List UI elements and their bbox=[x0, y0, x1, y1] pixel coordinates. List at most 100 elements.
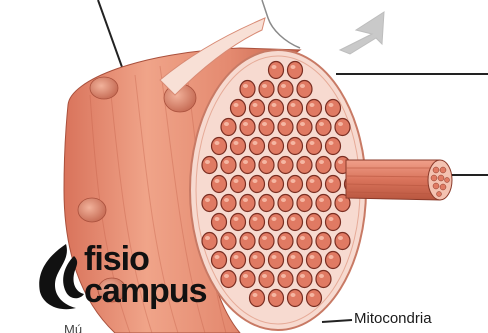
myofibril-highlight bbox=[281, 160, 286, 164]
myofibril bbox=[212, 138, 227, 155]
myofibril bbox=[288, 62, 303, 79]
myofibril bbox=[335, 233, 350, 250]
myofibril bbox=[278, 81, 293, 98]
myofibril bbox=[278, 157, 293, 174]
myofibril-highlight bbox=[329, 141, 334, 145]
myofibril bbox=[316, 157, 331, 174]
myofibril-highlight bbox=[224, 274, 229, 278]
myofibril bbox=[307, 176, 322, 193]
myofibril bbox=[250, 290, 265, 307]
myofibril-highlight bbox=[272, 179, 277, 183]
myofibril bbox=[326, 138, 341, 155]
myofibril bbox=[250, 138, 265, 155]
myofibril-highlight bbox=[272, 65, 277, 69]
myofibril-highlight bbox=[262, 236, 267, 240]
myofibril bbox=[221, 195, 236, 212]
myofibril bbox=[316, 119, 331, 136]
myofibril bbox=[297, 195, 312, 212]
myofibril-highlight bbox=[319, 160, 324, 164]
myofibril-highlight bbox=[224, 236, 229, 240]
myofibril bbox=[259, 195, 274, 212]
myofibril bbox=[240, 81, 255, 98]
myofibril-highlight bbox=[291, 65, 296, 69]
myofibril-highlight bbox=[215, 217, 220, 221]
myofibril bbox=[259, 81, 274, 98]
myofibril bbox=[307, 214, 322, 231]
myofibril bbox=[202, 195, 217, 212]
myofibril bbox=[221, 119, 236, 136]
myofibril-highlight bbox=[234, 179, 239, 183]
myofibril bbox=[269, 214, 284, 231]
label-partial-bottom: Mú bbox=[64, 322, 82, 333]
myofibril-highlight bbox=[253, 141, 258, 145]
myofibril bbox=[288, 252, 303, 269]
myofibril-highlight bbox=[291, 255, 296, 259]
myofibril bbox=[307, 100, 322, 117]
myofibril bbox=[231, 176, 246, 193]
myofibril bbox=[326, 214, 341, 231]
myofibril-highlight bbox=[319, 122, 324, 126]
myofibril bbox=[250, 100, 265, 117]
myofibril-highlight bbox=[310, 293, 315, 297]
myofibril-highlight bbox=[310, 179, 315, 183]
myofibril bbox=[212, 252, 227, 269]
myofibril bbox=[269, 252, 284, 269]
myofibril-highlight bbox=[205, 236, 210, 240]
myofibril bbox=[269, 290, 284, 307]
myofibril bbox=[297, 271, 312, 288]
myofibril-highlight bbox=[338, 198, 343, 202]
myofibril-highlight bbox=[215, 141, 220, 145]
myofibril-highlight bbox=[310, 217, 315, 221]
myofibril bbox=[250, 176, 265, 193]
myofibril bbox=[231, 100, 246, 117]
myofibril bbox=[335, 119, 350, 136]
myofibril bbox=[231, 214, 246, 231]
myofibril bbox=[288, 214, 303, 231]
myofibril-highlight bbox=[281, 122, 286, 126]
myofibril-highlight bbox=[262, 198, 267, 202]
myofibril bbox=[326, 252, 341, 269]
myofibril bbox=[240, 271, 255, 288]
myofibril bbox=[259, 119, 274, 136]
myofibril bbox=[231, 138, 246, 155]
myofibril bbox=[288, 100, 303, 117]
myofibril-highlight bbox=[310, 103, 315, 107]
myofibril bbox=[297, 119, 312, 136]
arrow-icon bbox=[340, 12, 384, 54]
myofibril bbox=[269, 176, 284, 193]
myofibril bbox=[269, 62, 284, 79]
myofibril bbox=[240, 233, 255, 250]
myofibril-highlight bbox=[243, 122, 248, 126]
myofibril-highlight bbox=[272, 103, 277, 107]
myofibril-highlight bbox=[234, 255, 239, 259]
myofibril bbox=[240, 195, 255, 212]
myofibril-highlight bbox=[224, 122, 229, 126]
myofibril-highlight bbox=[329, 255, 334, 259]
myofibril-rod bbox=[346, 160, 452, 200]
membrane-flap-edge bbox=[262, 0, 300, 48]
myofibril bbox=[202, 157, 217, 174]
myofibril-highlight bbox=[338, 236, 343, 240]
myofibril bbox=[269, 100, 284, 117]
myofibril bbox=[269, 138, 284, 155]
myofibril bbox=[278, 195, 293, 212]
nucleus-nodule bbox=[90, 77, 118, 99]
myofibril-highlight bbox=[300, 84, 305, 88]
myofibril bbox=[288, 290, 303, 307]
myofibril-highlight bbox=[262, 84, 267, 88]
myofibril bbox=[288, 176, 303, 193]
myofibril-highlight bbox=[272, 293, 277, 297]
myofibril bbox=[316, 271, 331, 288]
myofibril bbox=[316, 195, 331, 212]
myofibril bbox=[259, 271, 274, 288]
myofibril-highlight bbox=[243, 236, 248, 240]
myofibril bbox=[231, 252, 246, 269]
myofibril bbox=[259, 157, 274, 174]
myofibril bbox=[221, 233, 236, 250]
myofibril-highlight bbox=[215, 255, 220, 259]
myofibril-highlight bbox=[234, 141, 239, 145]
myofibril bbox=[307, 290, 322, 307]
nucleus-nodule bbox=[78, 198, 106, 222]
